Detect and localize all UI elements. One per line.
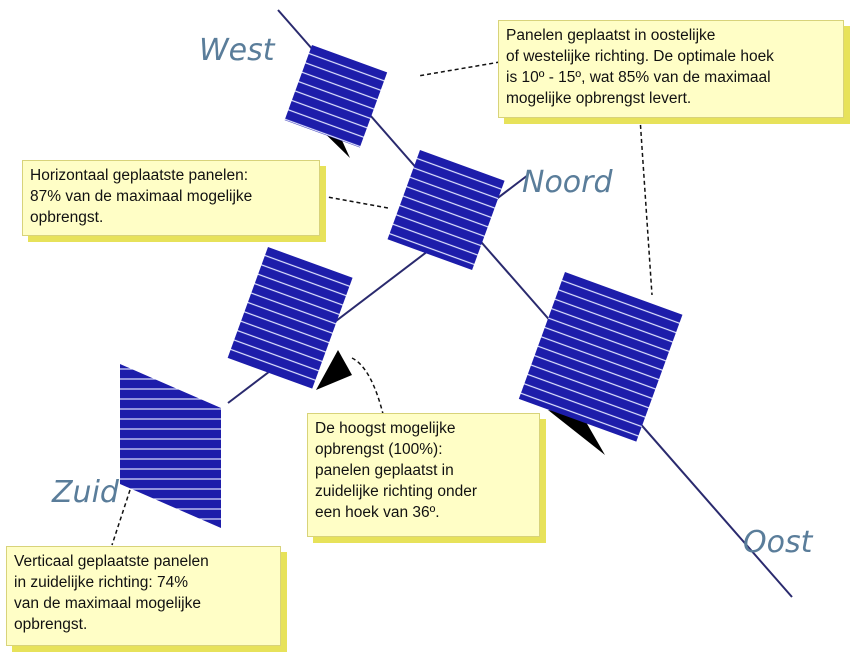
connector-optimal (351, 357, 385, 419)
direction-label-west: West (199, 33, 276, 68)
optimal-panel-shadow (316, 350, 352, 390)
connector-east-west (417, 61, 501, 77)
direction-label-east: Oost (743, 525, 814, 560)
east-panel (518, 272, 683, 442)
direction-label-north: Noord (522, 165, 613, 200)
optimal-panel (227, 247, 353, 389)
west-panel (284, 45, 388, 148)
vertical-panel (120, 364, 221, 528)
callout-optimal: De hoogst mogelijke opbrengst (100%): pa… (307, 413, 540, 537)
callout-horizontal: Horizontaal geplaatste panelen: 87% van … (22, 160, 320, 236)
connector-horizontal (321, 195, 389, 209)
connector-vertical (111, 489, 131, 546)
east-panel-shadow (548, 410, 605, 455)
direction-label-south: Zuid (51, 475, 120, 510)
callout-east-west: Panelen geplaatst in oostelijke of weste… (498, 20, 844, 118)
horizontal-panel (387, 150, 505, 271)
connector-east-west-2 (639, 117, 653, 296)
callout-vertical: Verticaal geplaatste panelen in zuidelij… (6, 546, 281, 646)
